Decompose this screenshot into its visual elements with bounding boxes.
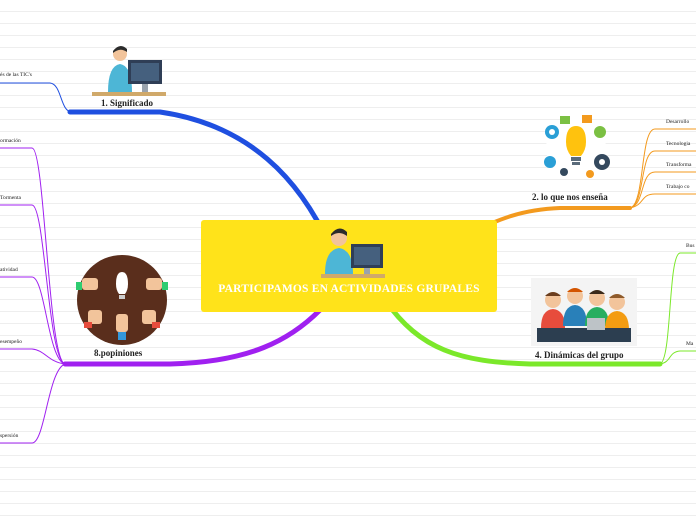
topic-opiniones-label: 8.popiniones	[94, 348, 143, 358]
topic-ensena-label: 2. lo que nos enseña	[532, 192, 608, 202]
link-ensena-1	[629, 128, 696, 209]
central-topic[interactable]: PARTICIPAMOS EN ACTIVIDADES GRUPALES	[201, 220, 497, 312]
link-significado-child	[0, 82, 73, 113]
ensena-child-2[interactable]: Tecnologia	[666, 141, 691, 147]
dinamicas-child-1[interactable]: Bus	[686, 243, 695, 249]
link-ensena-3	[629, 171, 696, 209]
group-of-people-icon	[531, 278, 637, 346]
opiniones-child-3[interactable]: atividad	[0, 267, 18, 273]
link-opiniones-2	[0, 204, 66, 365]
branch-dinamicas	[382, 297, 663, 367]
link-dinamicas-1	[659, 252, 696, 365]
link-opiniones-4	[0, 348, 66, 365]
opiniones-child-1[interactable]: ormación	[0, 138, 21, 144]
opiniones-child-5[interactable]: spersión	[0, 433, 19, 439]
branch-opiniones	[62, 307, 323, 367]
ensena-child-4[interactable]: Trabajo co	[666, 184, 690, 190]
ensena-child-1[interactable]: Desarrollo	[666, 119, 690, 125]
person-at-computer-icon	[321, 228, 385, 278]
link-opiniones-5	[0, 363, 66, 444]
link-ensena-2	[629, 150, 696, 209]
opiniones-child-2[interactable]: Tormenta	[0, 195, 21, 201]
ensena-child-3[interactable]: Transforma	[666, 162, 692, 168]
link-opiniones-1	[0, 147, 66, 365]
topic-dinamicas-label: 4. Dinámicas del grupo	[535, 350, 624, 360]
topic-significado-label: 1. Significado	[101, 98, 154, 108]
branch-significado	[67, 109, 333, 249]
person-at-computer-icon	[92, 45, 166, 96]
link-opiniones-3	[0, 276, 66, 365]
thumbs-up-circle-icon	[76, 255, 168, 345]
dinamicas-child-2[interactable]: Ma	[686, 341, 694, 347]
central-title: PARTICIPAMOS EN ACTIVIDADES GRUPALES	[218, 283, 480, 295]
significado-child-1[interactable]: és de las TIC's	[0, 72, 32, 78]
lightbulb-gears-icon	[544, 115, 610, 178]
opiniones-child-4[interactable]: esempeño	[0, 339, 22, 345]
link-ensena-4	[629, 193, 696, 209]
link-dinamicas-2	[659, 350, 696, 365]
